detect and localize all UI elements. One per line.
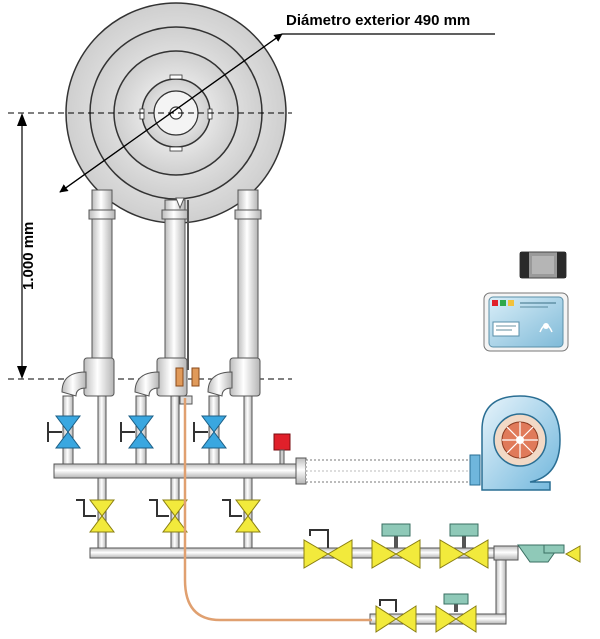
height-dimension: [17, 113, 27, 379]
gas-valve-main: [303, 529, 353, 569]
burner-head: [65, 2, 287, 224]
blue-valve-1: [47, 415, 81, 449]
junction-blocks: [61, 357, 261, 405]
pilot-valve-2: [435, 593, 477, 633]
height-label: 1.000 mm: [20, 221, 37, 290]
green-led-icon: [500, 300, 506, 306]
yellow-valve-1: [76, 499, 115, 533]
drop-pipes: [62, 395, 253, 467]
pilot-valve-1: [375, 599, 417, 633]
blue-valve-3: [193, 415, 227, 449]
gas-valve-3: [439, 523, 489, 569]
gas-filter: [517, 544, 581, 563]
red-pressure-switch: [273, 433, 291, 451]
pilot-gas-line: [369, 593, 507, 633]
gas-valve-2: [371, 523, 421, 569]
riser-pipes: [88, 189, 262, 371]
yellow-led-icon: [508, 300, 514, 306]
yellow-valve-3: [222, 499, 261, 533]
control-panel: [483, 292, 569, 352]
air-manifold: [53, 457, 477, 485]
motor-icon: [519, 251, 567, 279]
blower-fan: [469, 395, 561, 491]
gas-train: [303, 523, 581, 623]
gas-branch-valves: [76, 477, 261, 549]
yellow-valve-2: [149, 499, 188, 533]
red-led-icon: [492, 300, 498, 306]
blue-valve-2: [120, 415, 154, 449]
ignition-line: [183, 398, 372, 622]
blue-valves: [47, 415, 227, 449]
outer-diameter-label: Diámetro exterior 490 mm: [286, 12, 471, 29]
